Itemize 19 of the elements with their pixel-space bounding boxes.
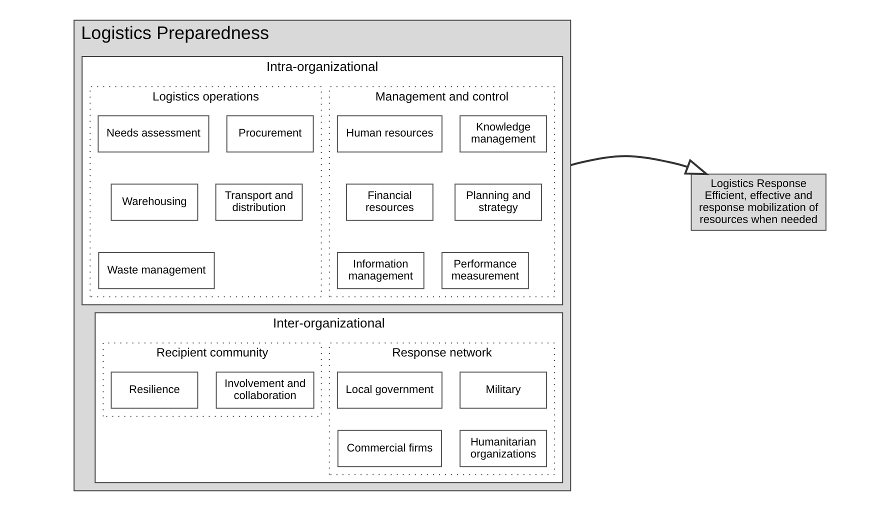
arrow — [570, 155, 710, 176]
node-box: Local government — [336, 372, 442, 409]
node-box: Transport and distribution — [215, 184, 303, 221]
node-box: Needs assessment — [98, 115, 210, 152]
node-box: Knowledge management — [460, 115, 548, 152]
node-box: Warehousing — [110, 184, 198, 221]
node-box: Involvement and collaboration — [216, 372, 314, 409]
node-box: Information management — [336, 252, 424, 290]
node-box: Humanitarian organizations — [460, 430, 548, 468]
node-box: Financial resources — [346, 184, 434, 221]
node-box: Planning and strategy — [454, 184, 542, 221]
node-box: Logistics Response Efficient, effective and response mobilization of resources when needed — [690, 174, 826, 231]
node-box: Human resources — [336, 115, 442, 152]
node-box: Military — [460, 372, 548, 409]
node-box: Resilience — [110, 372, 198, 409]
node-box: Procurement — [226, 115, 314, 152]
node-box: Waste management — [98, 252, 215, 290]
node-box: Commercial firms — [337, 430, 442, 468]
node-box: Performance measurement — [441, 252, 529, 290]
